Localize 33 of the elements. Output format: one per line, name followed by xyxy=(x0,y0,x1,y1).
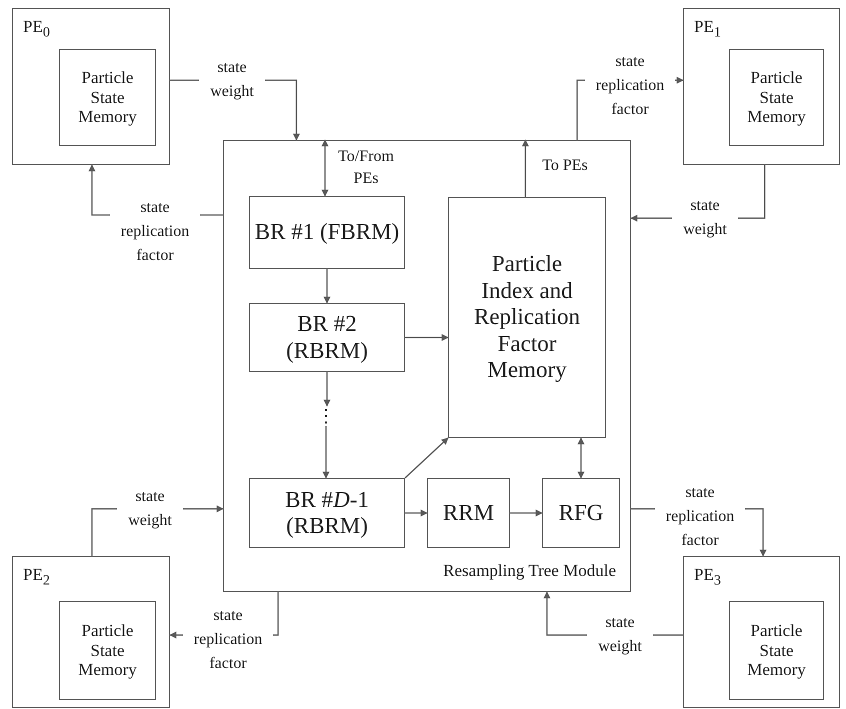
module-box xyxy=(223,140,631,592)
memory-box: Particle State Memory xyxy=(59,49,156,146)
arrow xyxy=(405,510,428,516)
arrow xyxy=(324,269,330,304)
block-box: RFG xyxy=(542,478,620,548)
memory-box: Particle State Memory xyxy=(729,601,824,700)
memory-box: Particle State Memory xyxy=(59,601,156,700)
arrow xyxy=(522,139,529,197)
box-title: PE$_{1}$ xyxy=(694,17,721,42)
box-title: PE$_{2}$ xyxy=(23,565,50,590)
arrow xyxy=(322,426,330,479)
block-box: RRM xyxy=(427,478,510,548)
processing-element-box xyxy=(12,8,170,165)
processing-element-box xyxy=(683,556,840,708)
arrow xyxy=(404,438,449,478)
ellipsis-text: ⋮ xyxy=(314,406,338,426)
edge-label: To/From PEs xyxy=(337,147,395,189)
memory-box: Particle State Memory xyxy=(729,49,824,146)
box-title: PE$_{0}$ xyxy=(23,17,50,42)
box-title: Resampling Tree Module xyxy=(443,561,616,581)
processing-element-box xyxy=(683,8,840,165)
block-box: BR #2 (RBRM) xyxy=(249,303,405,372)
block-box: BR #D-1 (RBRM) xyxy=(249,478,405,548)
arrow xyxy=(510,510,543,516)
box-title: PE$_{3}$ xyxy=(694,565,721,590)
memory-box: Particle Index and Replication Factor Memory xyxy=(448,197,606,438)
arrow xyxy=(578,437,584,479)
edge-label: To PEs xyxy=(541,156,589,176)
block-box: BR #1 (FBRM) xyxy=(249,196,405,269)
arrow xyxy=(405,334,449,341)
arrow xyxy=(322,139,328,197)
processing-element-box xyxy=(12,556,170,708)
arrow xyxy=(324,372,330,407)
